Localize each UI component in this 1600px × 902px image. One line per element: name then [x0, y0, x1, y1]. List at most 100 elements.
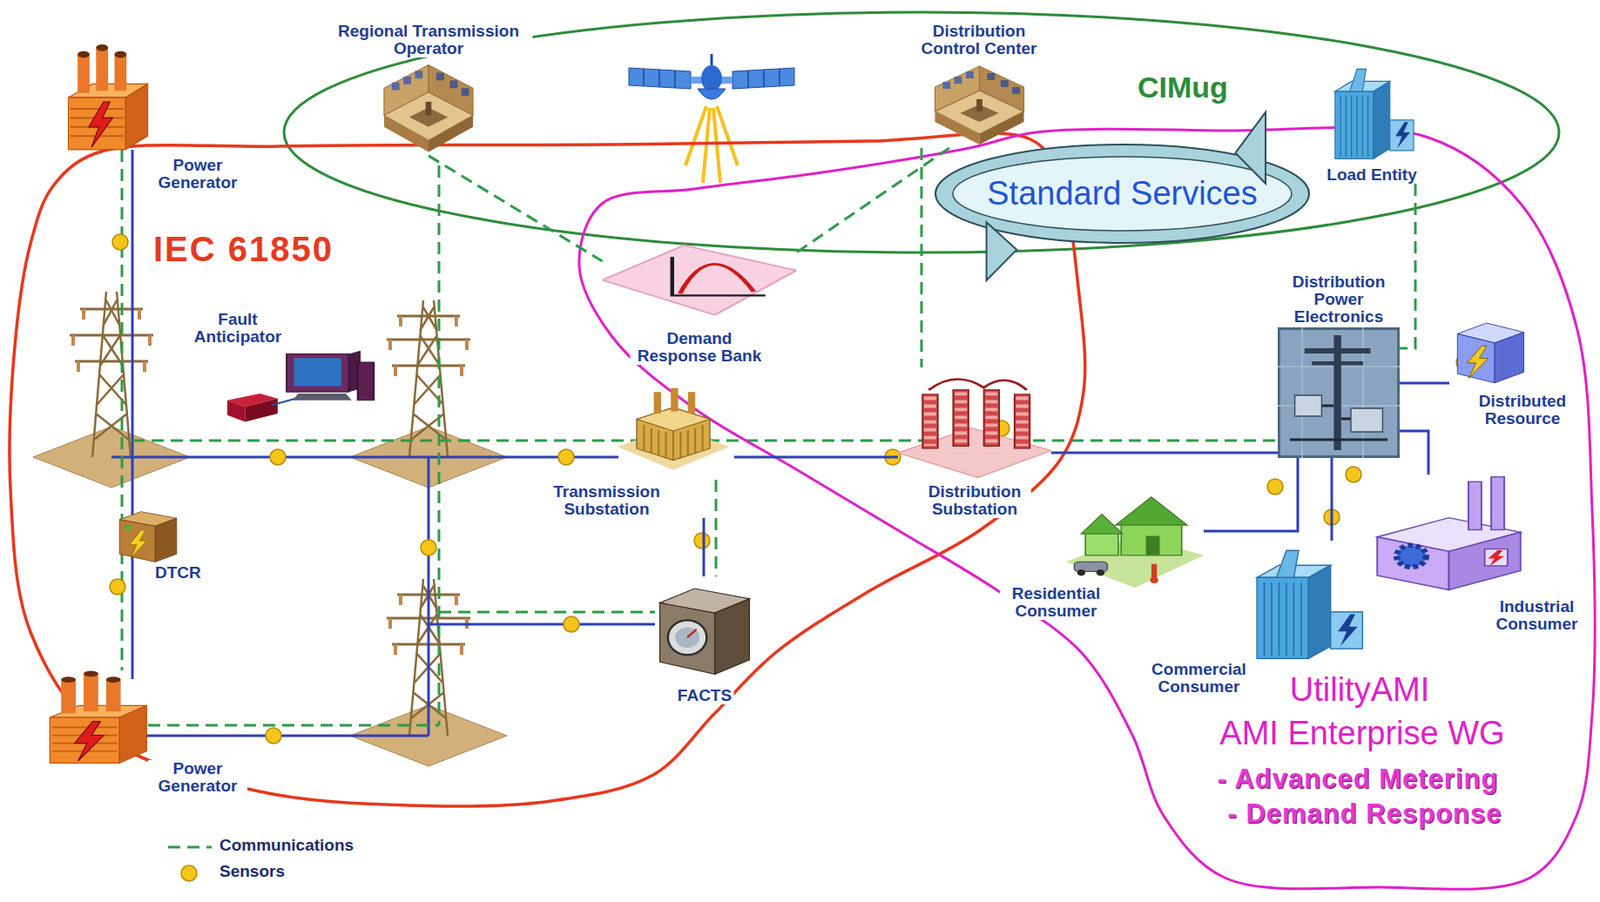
dres-icon — [1449, 310, 1531, 388]
transsub-icon — [654, 391, 662, 414]
component-node: FACTS — [654, 576, 757, 705]
plant-icon — [106, 676, 122, 683]
transsub-icon — [612, 382, 735, 480]
component-label: Regional Transmission Operator — [324, 22, 534, 58]
dpe-icon — [1289, 405, 1388, 440]
house-icon — [1149, 577, 1158, 584]
iec-region-outline — [9, 133, 1086, 807]
power-link — [734, 456, 898, 460]
component-node: DTCR — [112, 499, 203, 582]
dtcr-icon — [155, 518, 177, 562]
communication-line — [715, 479, 718, 577]
service-ellipse: Standard Services — [933, 142, 1311, 245]
transsub-icon — [670, 388, 678, 412]
plant-icon — [83, 670, 99, 677]
satellite — [628, 54, 795, 183]
dpe-icon — [1311, 361, 1364, 366]
region-label: CIMug — [1137, 71, 1229, 104]
factory-icon — [1468, 481, 1482, 530]
dpe-icon — [1278, 328, 1398, 457]
plant-icon — [74, 722, 105, 763]
drb-icon — [602, 229, 797, 327]
component-node: Load Entity — [1324, 60, 1418, 184]
distsub-icon — [928, 379, 1027, 391]
plant-icon — [60, 676, 76, 683]
component-label: Commercial Consumer — [1142, 661, 1256, 696]
component-node: Transmission Substation — [546, 382, 735, 519]
service-label: Standard Services — [986, 175, 1258, 213]
transsub-icon — [672, 431, 674, 461]
control-icon — [384, 65, 429, 116]
sensor-dot — [109, 234, 1472, 744]
control-icon — [931, 60, 1028, 149]
plant-icon — [114, 54, 127, 92]
computer-icon — [244, 398, 277, 423]
dpe-icon — [1277, 327, 1400, 459]
sensor-dot — [270, 449, 286, 466]
house-icon — [1066, 484, 1204, 593]
factory-icon — [1397, 545, 1427, 568]
component-node: Distribution Substation — [897, 367, 1052, 519]
drb-icon — [680, 263, 755, 294]
satellite — [685, 106, 707, 166]
legend-sensor-sample — [181, 865, 197, 882]
service-ellipse-shape — [1235, 112, 1266, 184]
control-icon — [436, 72, 445, 81]
component-node: Distribution Control Center — [911, 22, 1047, 149]
power-link — [1330, 458, 1334, 541]
computer-icon — [294, 357, 342, 386]
satellite — [697, 88, 726, 100]
dres-icon — [1449, 310, 1531, 388]
dtcr-icon — [119, 519, 156, 563]
plant-icon — [83, 674, 99, 712]
plant-icon — [114, 51, 127, 59]
house-icon — [1146, 536, 1161, 556]
sensor-dot — [112, 234, 129, 250]
office-icon — [1244, 540, 1368, 664]
component-label: Transmission Substation — [546, 483, 668, 519]
drb-icon — [602, 245, 797, 316]
office-icon — [1390, 120, 1414, 151]
office-icon — [1325, 60, 1418, 163]
component-node: Power Generator — [60, 40, 248, 192]
pylon — [409, 300, 448, 458]
sensor-dot — [265, 728, 282, 744]
region-label: - Demand Response — [1227, 799, 1502, 830]
region-label: AMI Enterprise WG — [1219, 715, 1505, 753]
house-icon — [1120, 523, 1182, 556]
dpe-icon — [1277, 327, 1400, 459]
control-icon — [449, 80, 458, 88]
dpe-icon — [1277, 327, 1400, 459]
power-link — [1399, 431, 1429, 475]
region-label: IEC 61850 — [153, 229, 334, 269]
component-label: Industrial Consumer — [1485, 598, 1589, 634]
sensor-dot — [694, 533, 710, 549]
factory-icon — [1367, 474, 1531, 595]
factory-icon — [1367, 474, 1531, 595]
dpe-icon — [1304, 348, 1371, 354]
communication-link — [796, 148, 951, 253]
region-label: - Advanced Metering — [1217, 764, 1499, 795]
factory-icon — [1485, 549, 1508, 567]
plant-icon — [77, 54, 90, 94]
component-label: Residential Consumer — [999, 585, 1113, 621]
power-line — [428, 623, 655, 627]
ami-region-outline — [579, 128, 1595, 891]
control-icon — [931, 60, 1028, 149]
control-icon — [986, 73, 995, 81]
control-icon — [978, 66, 1024, 112]
control-icon — [391, 82, 400, 91]
satellite — [710, 54, 714, 66]
component-node: Distributed Resource — [1449, 310, 1581, 428]
computer-icon — [286, 353, 349, 392]
legend-line-sample — [168, 846, 212, 850]
sensor-dot — [420, 540, 437, 556]
dtcr-icon — [125, 525, 132, 531]
power-link — [702, 518, 706, 577]
transsub-icon — [617, 427, 730, 471]
house-icon — [1080, 514, 1122, 534]
transsub-icon — [612, 382, 735, 480]
plant-icon — [40, 668, 154, 768]
component-node: Fault Anticipator — [183, 310, 376, 429]
dres-icon — [1466, 345, 1488, 379]
